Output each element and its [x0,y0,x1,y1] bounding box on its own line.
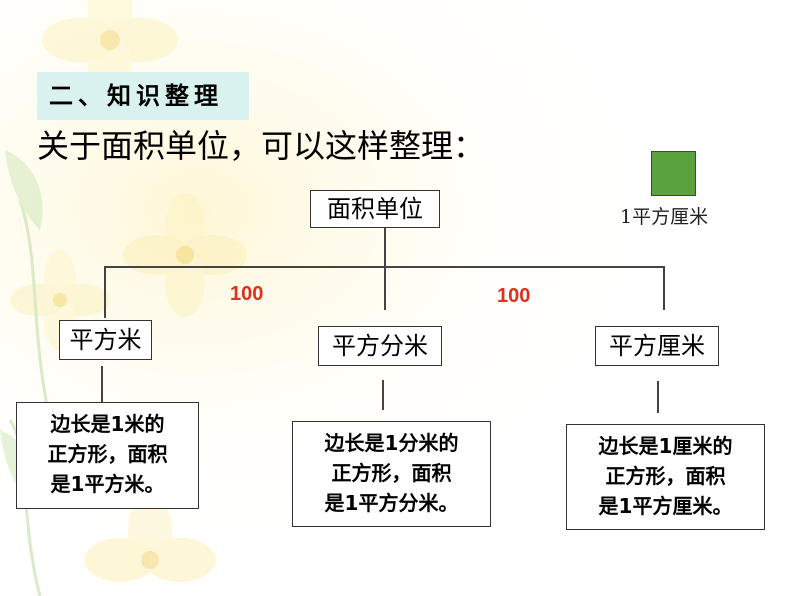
connector-middle-drop [384,266,386,310]
unit-node-label: 平方分米 [332,332,428,360]
description-line: 正方形，面积 [47,442,168,466]
connector-right-drop [663,266,665,310]
unit-node-label: 平方厘米 [609,332,705,360]
unit-description-box: 边长是1分米的 正方形，面积 是1平方分米。 [292,421,491,527]
description-line: 边长是1米的 [50,412,165,436]
legend-square-swatch [651,151,696,196]
section-label: 二、知识整理 [37,72,249,120]
description-line: 边长是1厘米的 [598,434,733,458]
unit-node-label: 平方米 [69,326,142,354]
connector-desc-middle [382,380,384,410]
description-line: 是1平方米。 [50,472,165,496]
description-line: 正方形，面积 [605,464,726,488]
unit-node-box: 平方米 [59,320,152,360]
unit-description-box: 边长是1厘米的 正方形，面积 是1平方厘米。 [566,424,765,530]
unit-description-box: 边长是1米的 正方形，面积 是1平方米。 [16,402,199,509]
connector-root-stem [384,228,386,268]
page-heading: 关于面积单位，可以这样整理： [37,127,486,165]
description-line: 正方形，面积 [331,461,452,485]
description-line: 是1平方厘米。 [598,494,733,518]
factor-label: 100 [497,285,531,307]
connector-desc-right [657,381,659,413]
description-line: 是1平方分米。 [324,491,459,515]
factor-label: 100 [230,283,264,305]
unit-node-box: 平方分米 [318,326,442,366]
description-line: 边长是1分米的 [324,431,459,455]
connector-desc-left [101,366,103,402]
unit-node-box: 平方厘米 [595,326,719,366]
legend-label: 1平方厘米 [620,206,709,228]
root-node-label: 面积单位 [327,195,423,223]
connector-left-drop [104,266,106,318]
root-node-box: 面积单位 [310,190,440,228]
